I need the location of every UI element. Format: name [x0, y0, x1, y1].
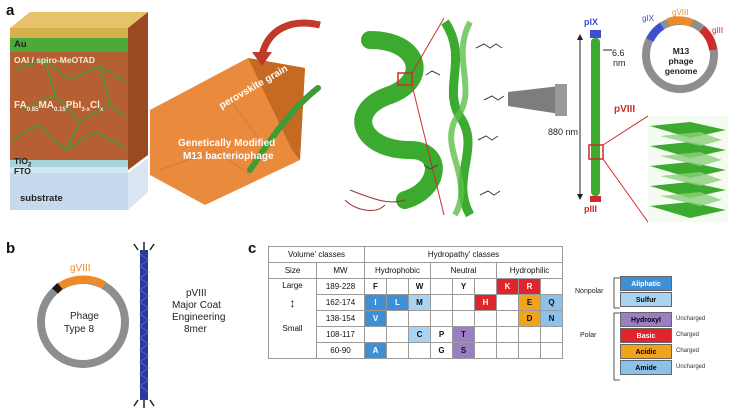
phage-label-line2: M13 bacteriophage — [183, 151, 274, 162]
panel-b-label: b — [6, 240, 16, 257]
panel-a-label: a — [6, 2, 15, 19]
size-header: Size — [268, 262, 317, 279]
polar-label: Polar — [580, 332, 597, 339]
neutral-header: Neutral — [430, 262, 497, 279]
aa-D: D — [518, 310, 541, 327]
aa-H: H — [474, 294, 497, 311]
phage-name-line1: Phage — [70, 311, 99, 322]
legend-brackets — [613, 277, 620, 381]
aa-Y: Y — [452, 278, 475, 295]
legend-basic: Basic — [620, 328, 672, 343]
oai-layer-label: OAI / spiro-MeOTAD — [14, 55, 96, 65]
mw-row-1: 189-228 — [316, 278, 365, 295]
substrate-layer-label: substrate — [20, 193, 63, 204]
fto-layer-label: FTO — [14, 166, 31, 176]
tio2-layer-label: TiO2 — [14, 156, 32, 169]
note-acidic: Charged — [676, 348, 700, 354]
legend-hydroxyl: Hydroxyl — [620, 312, 672, 327]
phage-type8-diagram — [37, 242, 155, 408]
aa-E: E — [518, 294, 541, 311]
coat-line1: pVIII — [186, 288, 207, 299]
au-layer-label: Au — [14, 39, 27, 50]
length-label: 880 nm — [548, 127, 579, 137]
size-axis-cell: Large ↕ Small — [268, 278, 317, 359]
aa-G: G — [430, 342, 453, 359]
volume-header: Volume' classes — [268, 246, 365, 263]
coat-line4: 8mer — [184, 324, 207, 335]
mw-row-2: 162-174 — [316, 294, 365, 311]
hydrophilic-header: Hydrophilic — [496, 262, 563, 279]
legend-amide: Amide — [620, 360, 672, 375]
gene-gviii-label: gVIII — [672, 8, 689, 17]
aa-Q: Q — [540, 294, 563, 311]
mw-header: MW — [316, 262, 365, 279]
solar-cell-diagram — [10, 12, 728, 223]
phage-name-line2: Type 8 — [64, 324, 95, 335]
aa-T: T — [452, 326, 475, 343]
note-amide: Uncharged — [676, 364, 706, 370]
mw-row-4: 108-117 — [316, 326, 365, 343]
legend-acidic: Acidic — [620, 344, 672, 359]
legend-aliphatic: Aliphatic — [620, 276, 672, 291]
aa-V: V — [364, 310, 387, 327]
mw-row-3: 138-154 — [316, 310, 365, 327]
note-basic: Charged — [676, 332, 700, 338]
aa-F: F — [364, 278, 387, 295]
aa-R: R — [518, 278, 541, 295]
size-arrow: ↕ — [289, 296, 296, 310]
mw-row-5: 60-90 — [316, 342, 365, 359]
aa-M: M — [408, 294, 431, 311]
aa-C: C — [408, 326, 431, 343]
aa-K: K — [496, 278, 519, 295]
gene-gix-label: gIX — [642, 14, 655, 23]
aa-W: W — [408, 278, 431, 295]
perovskite-layer-label: FA0.85MA0.15PbI3-xClx — [14, 100, 104, 113]
legend-sulfur: Sulfur — [620, 292, 672, 307]
phage-label-line1: Genetically Modified — [178, 138, 276, 149]
aa-L: L — [386, 294, 409, 311]
pviii-label: pVIII — [614, 104, 636, 115]
piii-label: pIII — [584, 204, 597, 214]
gene-giii-label: gIII — [712, 26, 724, 35]
aa-P: P — [430, 326, 453, 343]
hydropathy-header: Hydropathy' classes — [364, 246, 563, 263]
nonpolar-label: Nonpolar — [575, 288, 604, 295]
coat-line2: Major Coat — [172, 300, 221, 311]
amino-acid-table-wrap: Volume' classes Hydropathy' classes Size… — [268, 246, 563, 359]
panel-c-label: c — [248, 240, 257, 257]
aa-N: N — [540, 310, 563, 327]
aa-S: S — [452, 342, 475, 359]
width-value-label: 6.6 — [612, 48, 625, 58]
width-unit-label: nm — [613, 58, 626, 68]
size-small-label: Small — [282, 324, 303, 333]
size-large-label: Large — [282, 281, 303, 290]
gviii-label: gVIII — [70, 263, 91, 274]
note-hydroxyl: Uncharged — [676, 316, 706, 322]
coat-line3: Engineering — [172, 312, 226, 323]
hydrophobic-header: Hydrophobic — [364, 262, 431, 279]
genome-title: M13 phage genome — [664, 46, 698, 76]
aa-A: A — [364, 342, 387, 359]
aa-I: I — [364, 294, 387, 311]
pix-label: pIX — [584, 17, 599, 27]
amino-acid-classification-table: Volume' classes Hydropathy' classes Size… — [268, 246, 563, 359]
